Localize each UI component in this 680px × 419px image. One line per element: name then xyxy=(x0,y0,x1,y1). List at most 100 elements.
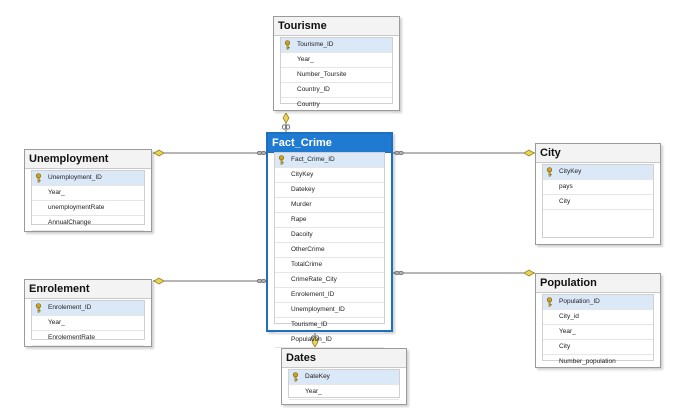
table-field[interactable]: Unemployment_ID xyxy=(275,303,384,318)
primary-key-field[interactable]: CityKey xyxy=(543,165,653,180)
field-name: Population_ID xyxy=(291,336,332,343)
table-field[interactable]: City xyxy=(543,195,653,210)
table-field[interactable]: Population_ID xyxy=(275,333,384,348)
field-name: TotalCrime xyxy=(291,261,323,268)
table-header[interactable]: Tourisme xyxy=(274,17,399,36)
primary-key-field[interactable]: Tourisme_ID xyxy=(281,38,392,53)
field-name: Year_ xyxy=(48,189,65,196)
table-field[interactable]: OtherCrime xyxy=(275,243,384,258)
field-name: CityKey xyxy=(291,171,314,178)
infinity-icon xyxy=(256,278,267,284)
field-name: City xyxy=(559,343,571,350)
field-name: unemploymentRate xyxy=(48,204,105,211)
table-field[interactable]: Enrolement_ID xyxy=(275,288,384,303)
table-header[interactable]: Fact_Crime xyxy=(268,134,391,153)
table-header[interactable]: Unemployment xyxy=(25,150,151,169)
table-field[interactable]: CrimeRate_City xyxy=(275,273,384,288)
table-field[interactable]: Year_ xyxy=(32,316,144,331)
primary-key-field[interactable]: Population_ID xyxy=(543,295,653,310)
primary-key-field[interactable]: Fact_Crime_ID xyxy=(275,153,384,168)
table-field[interactable]: EnrolementRate xyxy=(32,331,144,346)
field-name: AnnualChange xyxy=(48,219,92,226)
field-name: Year_ xyxy=(48,319,65,326)
key-icon xyxy=(546,297,553,307)
table-tourisme[interactable]: Tourisme Tourisme_ID Year_Number_Toursite… xyxy=(273,16,400,113)
field-name: CityKey xyxy=(559,168,582,175)
field-name: Tourisme_ID xyxy=(291,321,328,328)
table-field[interactable]: Number_population xyxy=(543,355,653,370)
primary-key-field[interactable]: Enrolement_ID xyxy=(32,301,144,316)
key-end-icon xyxy=(282,112,290,124)
table-field[interactable]: CityKey xyxy=(275,168,384,183)
key-icon xyxy=(278,155,285,165)
field-name: Unemployment_ID xyxy=(291,306,345,313)
key-end-icon xyxy=(153,277,165,285)
field-name: City xyxy=(559,198,571,205)
table-unemployment[interactable]: Unemployment Unemployment_ID Year_unemplo… xyxy=(24,149,152,232)
table-header[interactable]: Enrolement xyxy=(25,280,151,299)
primary-key-field[interactable]: DateKey xyxy=(289,370,399,385)
table-enrolement[interactable]: Enrolement Enrolement_ID Year_ EnrolementR… xyxy=(24,279,152,347)
table-header[interactable]: Dates xyxy=(282,349,406,368)
table-field[interactable]: City_id xyxy=(543,310,653,325)
table-field[interactable]: City xyxy=(543,340,653,355)
field-name: Population_ID xyxy=(559,298,600,305)
infinity-icon xyxy=(256,150,267,156)
table-field[interactable]: Dacoity xyxy=(275,228,384,243)
table-field[interactable]: Datekey xyxy=(275,183,384,198)
table-field[interactable]: Country_ID xyxy=(281,83,392,98)
field-name: Year_ xyxy=(559,328,576,335)
field-name: Datekey xyxy=(291,186,315,193)
field-name: Unemployment_ID xyxy=(48,174,102,181)
field-name: Number_population xyxy=(559,358,616,365)
key-icon xyxy=(292,372,299,382)
field-name: OtherCrime xyxy=(291,246,325,253)
field-name: Year_ xyxy=(305,388,322,395)
field-name: DateKey xyxy=(305,373,330,380)
field-name: Dacoity xyxy=(291,231,313,238)
table-field[interactable]: Murder xyxy=(275,198,384,213)
table-field[interactable]: Year_ xyxy=(289,385,399,400)
table-field[interactable]: Year_ xyxy=(281,53,392,68)
field-list: Enrolement_ID Year_ EnrolementRate xyxy=(31,300,145,346)
field-name: Country_ID xyxy=(297,86,330,93)
table-field[interactable]: Year_ xyxy=(32,186,144,201)
infinity-icon xyxy=(394,270,404,276)
table-field[interactable]: AnnualChange xyxy=(32,216,144,231)
table-header[interactable]: Population xyxy=(536,274,660,293)
table-field[interactable]: Tourisme_ID xyxy=(275,318,384,333)
field-name: EnrolementRate xyxy=(48,334,95,341)
key-icon xyxy=(35,173,42,183)
primary-key-field[interactable]: Unemployment_ID xyxy=(32,171,144,186)
field-name: Rape xyxy=(291,216,307,223)
infinity-icon xyxy=(394,150,404,156)
table-header[interactable]: City xyxy=(536,144,660,163)
table-field[interactable]: TotalCrime xyxy=(275,258,384,273)
field-name: City_id xyxy=(559,313,579,320)
key-icon xyxy=(546,167,553,177)
table-field[interactable]: Rape xyxy=(275,213,384,228)
table-field[interactable]: Year_ xyxy=(543,325,653,340)
field-name: Fact_Crime_ID xyxy=(291,156,335,163)
key-end-icon xyxy=(523,149,535,157)
table-field[interactable]: pays xyxy=(543,180,653,195)
field-name: Enrolement_ID xyxy=(48,304,92,311)
table-field[interactable]: unemploymentRate xyxy=(32,201,144,216)
field-name: Tourisme_ID xyxy=(297,41,334,48)
table-field[interactable]: Number_Toursite xyxy=(281,68,392,83)
field-name: CrimeRate_City xyxy=(291,276,337,283)
key-end-icon xyxy=(311,336,319,348)
key-end-icon xyxy=(523,269,535,277)
key-icon xyxy=(35,303,42,313)
key-icon xyxy=(284,40,291,50)
table-field[interactable]: Country xyxy=(281,98,392,113)
